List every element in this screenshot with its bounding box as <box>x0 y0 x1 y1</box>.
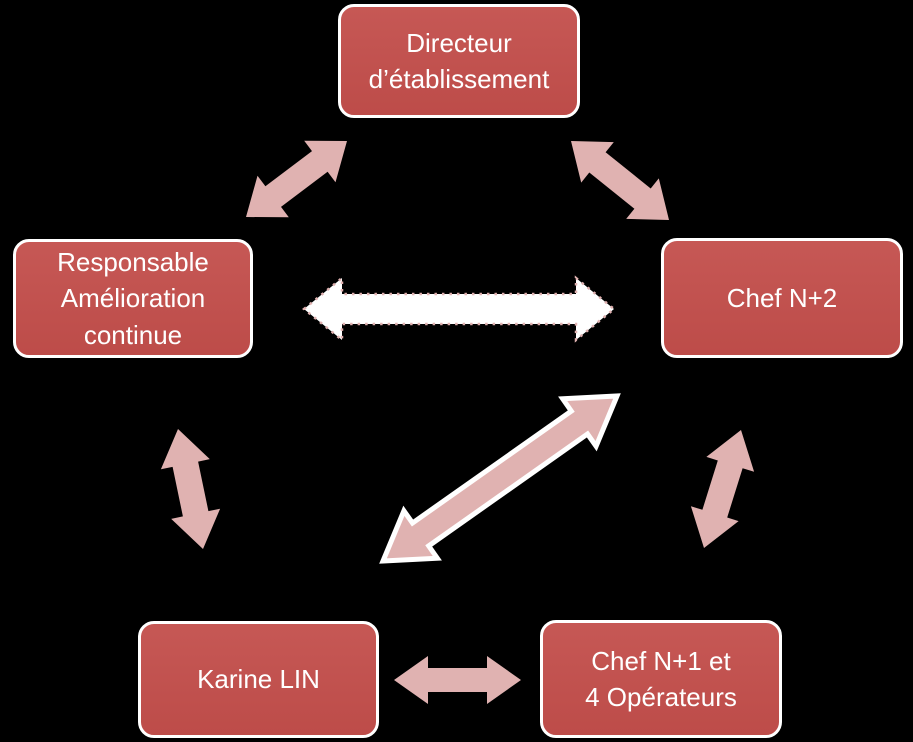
node-label: Chef N+1 et 4 Opérateurs <box>585 645 737 712</box>
double-arrow-directeur-chef_n2 <box>571 141 669 220</box>
double-arrow-responsable-chef_n2 <box>302 275 616 343</box>
double-arrow-chef_n2-chef_n1 <box>690 430 755 548</box>
node-label: Responsable Amélioration continue <box>57 246 209 350</box>
node-chef-n2[interactable]: Chef N+2 <box>661 238 903 358</box>
node-chef-n1-et-4-operateurs[interactable]: Chef N+1 et 4 Opérateurs <box>540 620 782 738</box>
double-arrow-chef_n2-karine <box>379 393 621 564</box>
double-arrow-directeur-responsable <box>246 140 347 218</box>
node-label: Directeur d’établissement <box>368 27 550 94</box>
node-label: Chef N+2 <box>726 282 838 313</box>
node-responsable-amelioration-continue[interactable]: Responsable Amélioration continue <box>13 239 253 358</box>
node-directeur-etablissement[interactable]: Directeur d’établissement <box>338 4 580 118</box>
double-arrow-responsable-karine <box>160 429 221 549</box>
double-arrow-karine-chef_n1 <box>394 656 521 704</box>
node-karine-lin[interactable]: Karine LIN <box>138 621 379 738</box>
node-label: Karine LIN <box>197 664 320 695</box>
